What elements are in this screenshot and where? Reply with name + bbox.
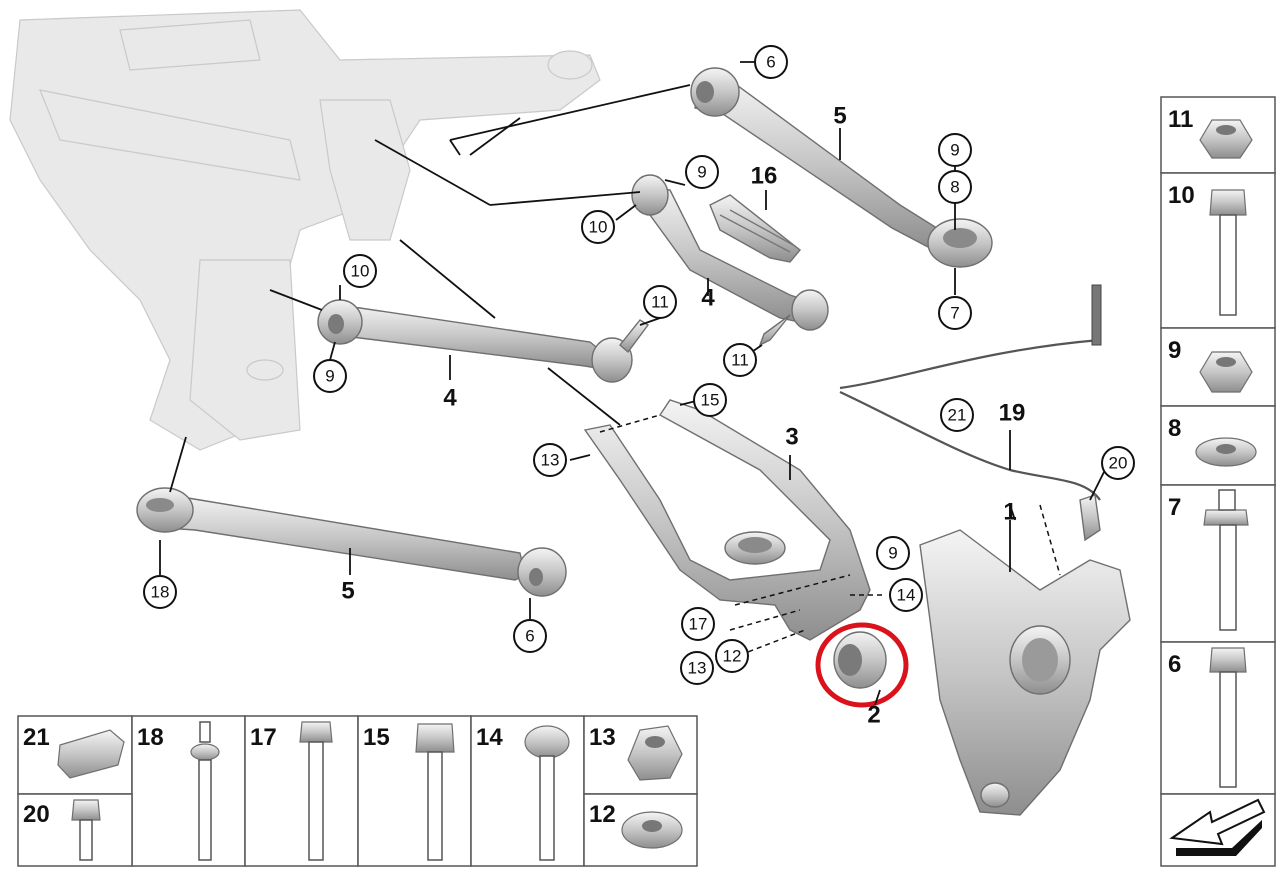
callout-9-left: 9 bbox=[313, 359, 347, 393]
svg-text:12: 12 bbox=[589, 801, 616, 828]
svg-text:9: 9 bbox=[325, 367, 334, 386]
svg-text:10: 10 bbox=[351, 262, 370, 281]
hw-cell-20: 20 bbox=[17, 793, 133, 867]
label-part-4-mid: 4 bbox=[701, 285, 715, 312]
highlight-ring bbox=[815, 622, 909, 708]
callout-10-mid: 10 bbox=[581, 210, 615, 244]
callout-9-low: 9 bbox=[876, 536, 910, 570]
svg-text:11: 11 bbox=[651, 293, 669, 312]
hw-cell-symbol bbox=[1160, 793, 1276, 867]
svg-text:14: 14 bbox=[897, 586, 916, 605]
callout-6-low: 6 bbox=[513, 619, 547, 653]
callout-14: 14 bbox=[889, 578, 923, 612]
svg-text:18: 18 bbox=[151, 583, 170, 602]
callout-13-top: 13 bbox=[533, 443, 567, 477]
label-part-1: 1 bbox=[1003, 499, 1016, 526]
subframe bbox=[9, 9, 601, 451]
label-part-19: 19 bbox=[999, 400, 1026, 427]
svg-text:13: 13 bbox=[541, 451, 560, 470]
svg-text:8: 8 bbox=[950, 178, 959, 197]
svg-text:6: 6 bbox=[766, 53, 775, 72]
callout-15: 15 bbox=[693, 383, 727, 417]
hw-cell-12: 12 bbox=[583, 793, 698, 867]
hw-cell-17: 17 bbox=[244, 715, 359, 867]
svg-text:8: 8 bbox=[1168, 415, 1181, 442]
hw-cell-21: 21 bbox=[17, 715, 133, 795]
svg-text:12: 12 bbox=[723, 647, 742, 666]
svg-text:21: 21 bbox=[23, 724, 50, 751]
svg-text:10: 10 bbox=[589, 218, 608, 237]
callout-6-top: 6 bbox=[754, 45, 788, 79]
svg-text:11: 11 bbox=[731, 351, 749, 370]
svg-text:7: 7 bbox=[950, 304, 959, 323]
bracket-16 bbox=[709, 194, 801, 263]
hw-cell-18: 18 bbox=[131, 715, 246, 867]
label-part-4-left: 4 bbox=[443, 385, 457, 412]
callout-8: 8 bbox=[938, 170, 972, 204]
callout-12: 12 bbox=[715, 639, 749, 673]
hw-cell-13: 13 bbox=[583, 715, 698, 795]
callout-11-a: 11 bbox=[643, 285, 677, 319]
speed-sensor-cable bbox=[839, 284, 1102, 542]
control-arm-5-upper bbox=[690, 67, 993, 268]
svg-text:10: 10 bbox=[1168, 182, 1195, 209]
leader-lines bbox=[159, 61, 1106, 706]
callout-21: 21 bbox=[940, 398, 974, 432]
callout-18: 18 bbox=[143, 575, 177, 609]
svg-text:9: 9 bbox=[950, 141, 959, 160]
hw-cell-7: 7 bbox=[1160, 484, 1276, 643]
label-part-5-low: 5 bbox=[341, 578, 354, 605]
label-part-5-top: 5 bbox=[833, 103, 846, 130]
label-part-3: 3 bbox=[785, 424, 798, 451]
hw-cell-10: 10 bbox=[1160, 172, 1276, 329]
hw-cell-9: 9 bbox=[1160, 327, 1276, 407]
control-arm-3 bbox=[583, 399, 871, 641]
svg-text:7: 7 bbox=[1168, 494, 1181, 521]
svg-text:9: 9 bbox=[1168, 337, 1181, 364]
hw-cell-6: 6 bbox=[1160, 641, 1276, 795]
svg-text:17: 17 bbox=[250, 724, 277, 751]
svg-text:18: 18 bbox=[137, 724, 164, 751]
callout-11-b: 11 bbox=[723, 343, 757, 377]
svg-text:20: 20 bbox=[23, 801, 50, 828]
svg-text:13: 13 bbox=[589, 724, 616, 751]
callout-7: 7 bbox=[938, 296, 972, 330]
hw-cell-15: 15 bbox=[357, 715, 472, 867]
hardware-grid-bottom: 21 18 17 15 14 bbox=[17, 715, 698, 867]
callout-17: 17 bbox=[681, 607, 715, 641]
callout-9-mid: 9 bbox=[685, 155, 719, 189]
control-arm-4-left bbox=[317, 299, 650, 383]
control-arm-5-lower bbox=[136, 487, 567, 597]
svg-text:9: 9 bbox=[888, 544, 897, 563]
svg-text:21: 21 bbox=[948, 406, 967, 425]
label-part-2: 2 bbox=[867, 702, 880, 729]
callout-13-low: 13 bbox=[680, 651, 714, 685]
callout-20: 20 bbox=[1101, 446, 1135, 480]
hw-cell-11: 11 bbox=[1160, 96, 1276, 174]
svg-text:15: 15 bbox=[363, 724, 390, 751]
hw-cell-8: 8 bbox=[1160, 405, 1276, 486]
dashed-leaders bbox=[599, 414, 1061, 656]
label-part-16: 16 bbox=[751, 163, 778, 190]
wheel-carrier-1 bbox=[919, 529, 1131, 816]
svg-text:17: 17 bbox=[689, 615, 708, 634]
callout-9-top: 9 bbox=[938, 133, 972, 167]
hw-cell-14: 14 bbox=[470, 715, 585, 867]
svg-text:6: 6 bbox=[1168, 651, 1181, 678]
svg-text:11: 11 bbox=[1168, 106, 1193, 133]
svg-text:15: 15 bbox=[701, 391, 720, 410]
svg-text:20: 20 bbox=[1109, 454, 1128, 473]
bushing-2 bbox=[815, 622, 909, 708]
svg-text:9: 9 bbox=[697, 163, 706, 182]
control-arm-4-middle bbox=[631, 174, 829, 347]
hardware-column-right: 11 10 9 8 7 bbox=[1160, 96, 1276, 867]
svg-text:14: 14 bbox=[476, 724, 503, 751]
svg-text:13: 13 bbox=[688, 659, 707, 678]
callout-10-left: 10 bbox=[343, 254, 377, 288]
svg-text:6: 6 bbox=[525, 627, 534, 646]
